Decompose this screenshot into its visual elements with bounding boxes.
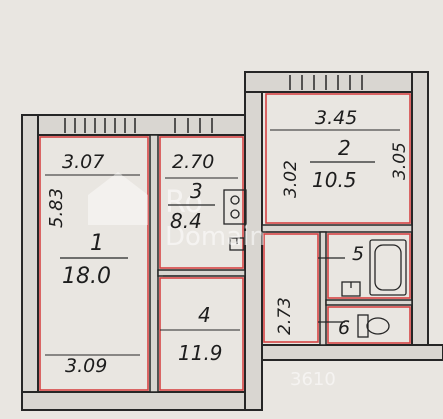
room-outlines: [39, 93, 411, 391]
room-2-number: 2: [338, 136, 351, 160]
room-5-number: 5: [352, 243, 364, 265]
room-6-outline: [327, 306, 411, 344]
bathtub-icon: [369, 239, 407, 296]
room-2-height-right: 3.05: [390, 142, 410, 180]
dimension-marks: [45, 129, 400, 356]
room-4-outline: [159, 277, 244, 391]
room-1-area: 18.0: [62, 264, 111, 289]
room-4-height: 2.73: [275, 297, 295, 335]
room-2-width-top: 3.45: [315, 107, 357, 129]
room-1-width-top: 3.07: [62, 151, 104, 173]
room-2-height-left: 3.02: [281, 160, 301, 198]
room-1-outline: [39, 136, 149, 391]
interior-walls: [149, 134, 413, 393]
doors: [157, 231, 345, 330]
watermark: Ro Domain 3610: [88, 172, 336, 390]
stove-icon: [223, 189, 247, 225]
room-1-length: 5.83: [46, 188, 67, 228]
room-2-area: 10.5: [312, 168, 357, 192]
washbasin-icon: [341, 281, 361, 297]
room-1-number: 1: [90, 231, 104, 256]
room-3-number: 3: [190, 179, 203, 203]
room-4-area: 11.9: [178, 341, 223, 365]
room-5-outline: [327, 233, 411, 299]
toilet-icon: [357, 314, 390, 338]
logo-house-icon: [88, 172, 148, 225]
outer-walls: [21, 71, 443, 411]
kitchen-sink-icon: [229, 237, 245, 251]
room-4-number: 4: [198, 303, 211, 327]
hall-outline: [263, 233, 319, 343]
watermark-id: 3610: [290, 369, 336, 390]
room-1-width-bottom: 3.09: [65, 355, 107, 377]
room-3-area: 8.4: [170, 209, 202, 233]
watermark-brand-2: Domain: [165, 222, 266, 252]
room-3-outline: [159, 136, 244, 269]
room-2-outline: [265, 93, 411, 224]
windows: [64, 75, 363, 133]
watermark-brand-1: Ro: [165, 185, 203, 220]
room-3-width-top: 2.70: [172, 151, 214, 173]
room-6-number: 6: [338, 317, 350, 339]
